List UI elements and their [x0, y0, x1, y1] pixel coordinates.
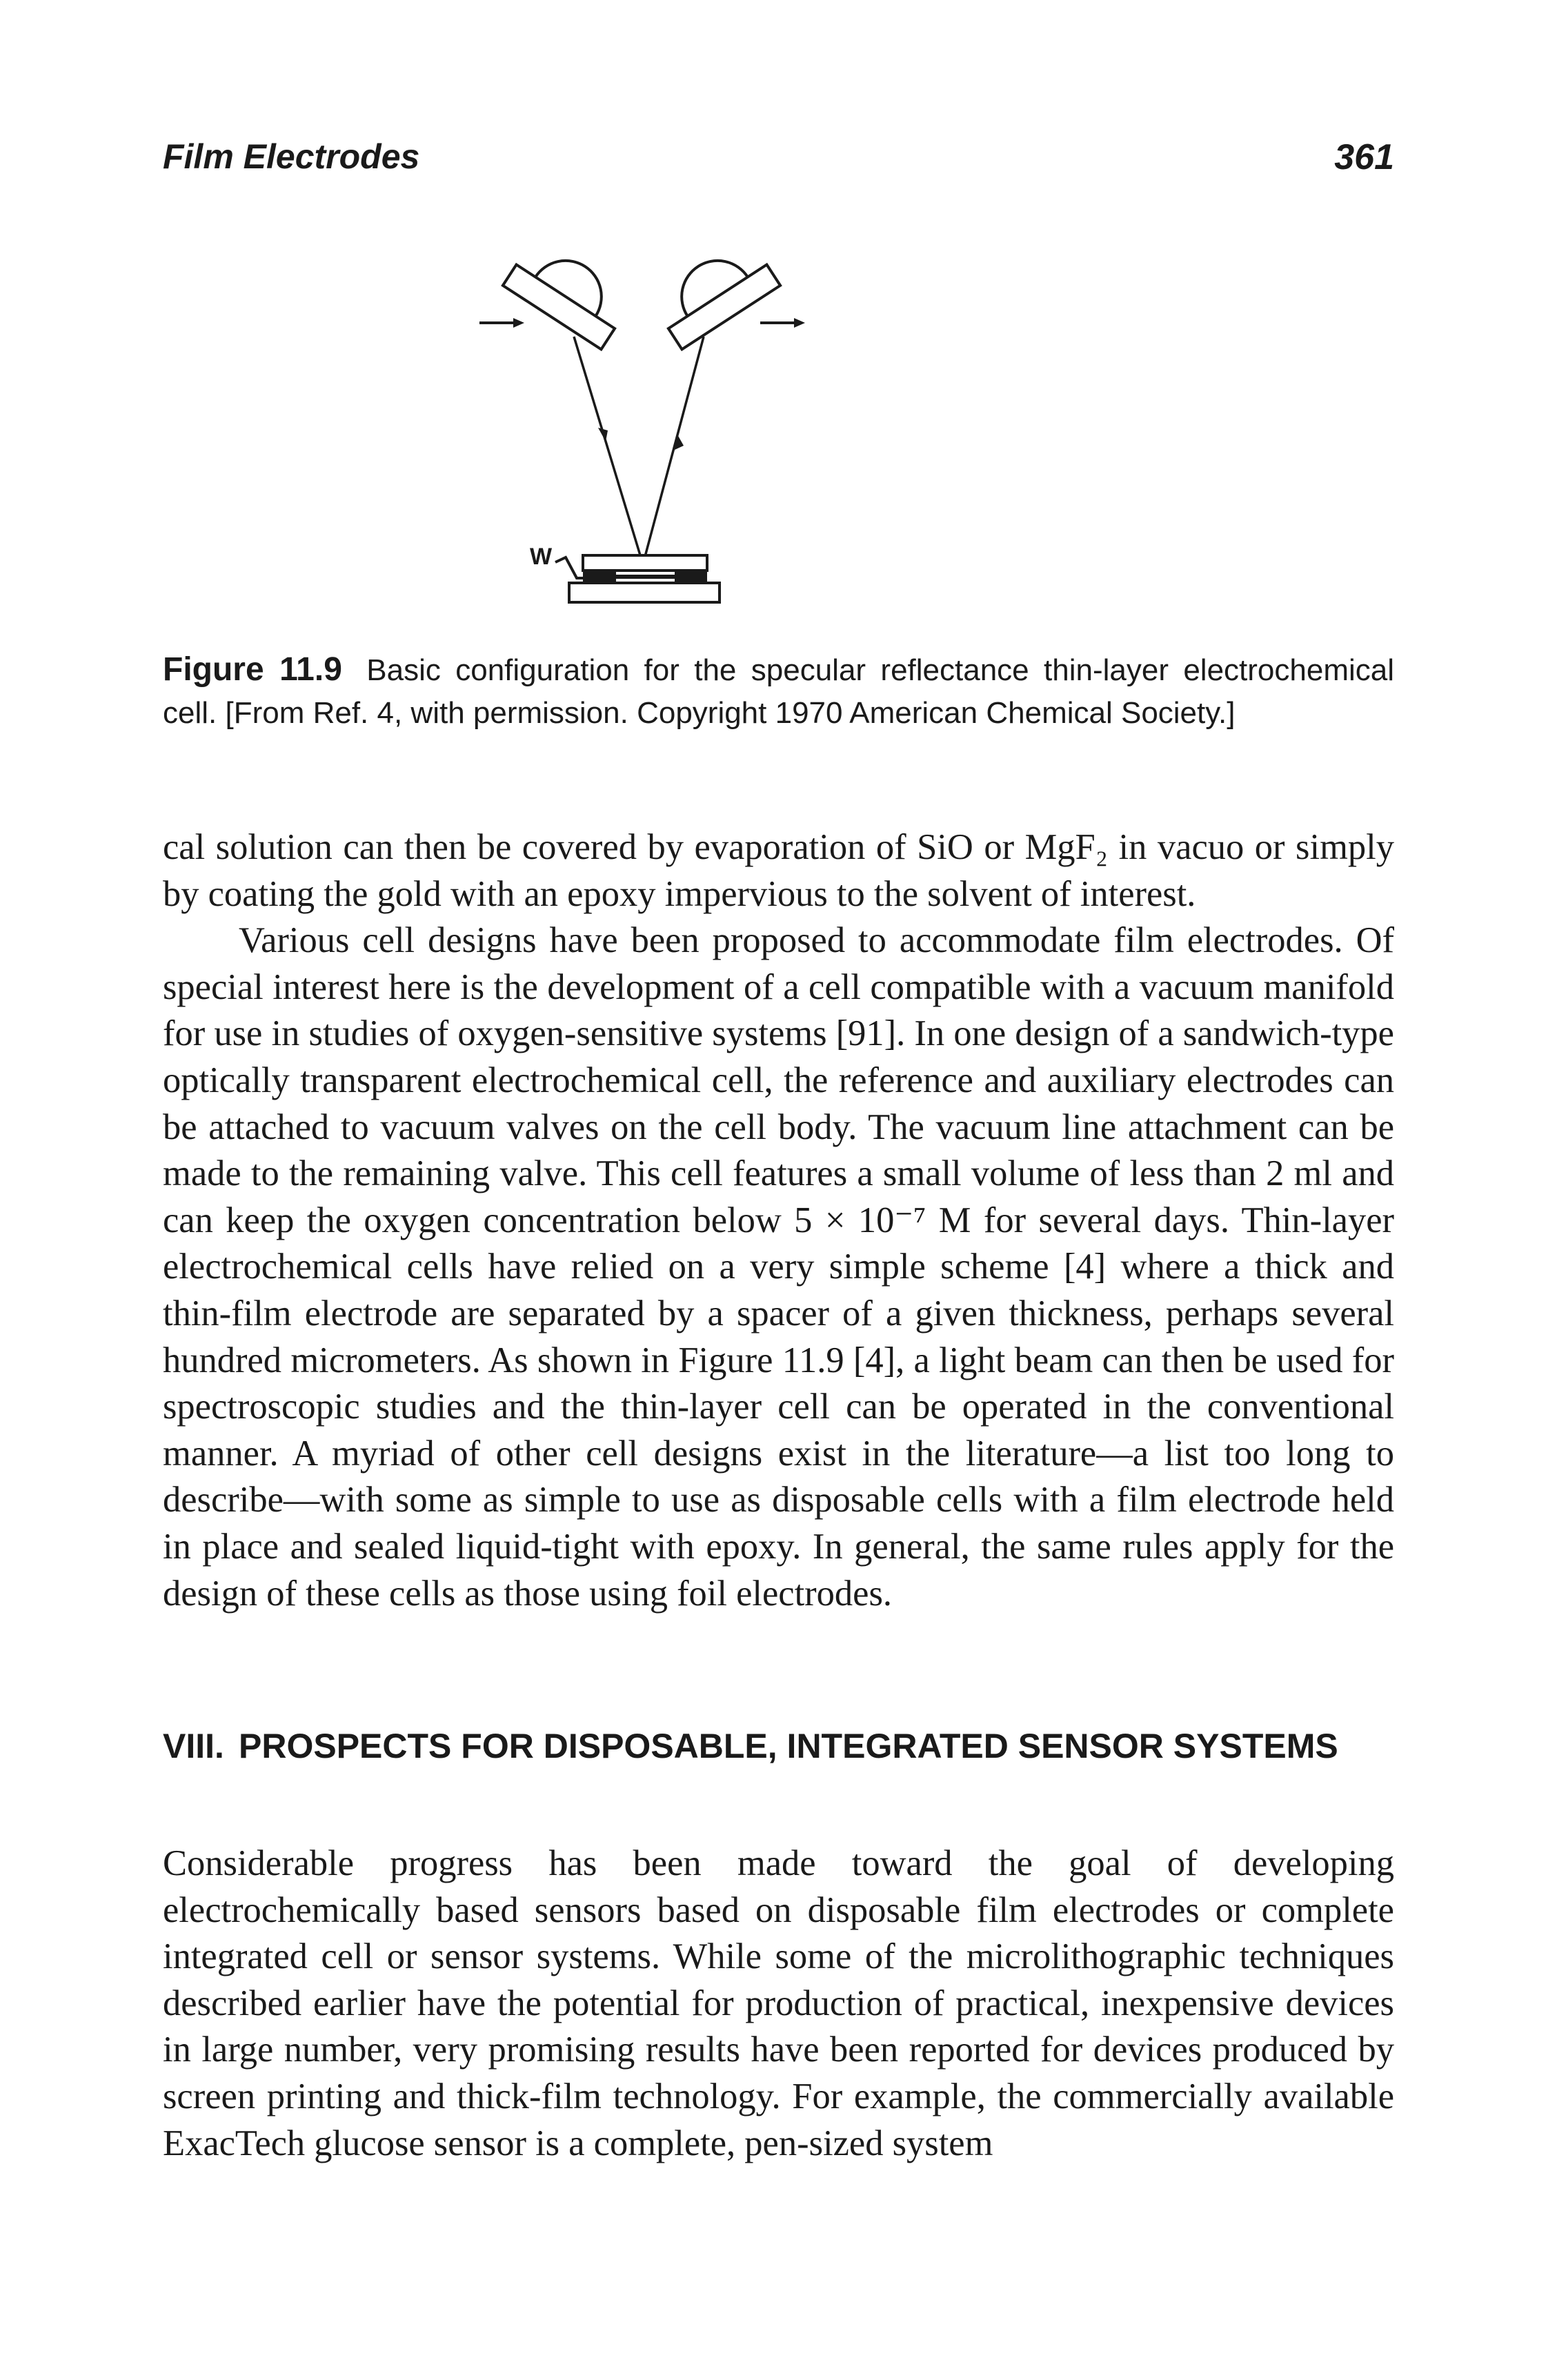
thin-film	[616, 575, 675, 579]
cell-upper-plate	[582, 554, 708, 572]
reflectance-cell-diagram: W	[479, 259, 805, 604]
down-beam-arrowhead	[598, 428, 608, 442]
left-spacer	[583, 571, 616, 583]
figure-caption-text: Basic configuration for the specular ref…	[163, 653, 1395, 730]
section-paragraph: Considerable progress has been made towa…	[163, 1843, 1394, 2163]
w-pointer-line	[555, 555, 586, 579]
body-paragraph: cal solution can then be covered by evap…	[163, 827, 1394, 914]
right-spacer	[675, 571, 707, 583]
outgoing-arrowhead	[794, 318, 805, 328]
left-prism	[501, 259, 617, 352]
figure-caption: Figure 11.9 Basic configuration for the …	[163, 648, 1394, 735]
incoming-arrowhead	[513, 318, 524, 328]
cell-lower-plate	[568, 582, 721, 604]
section-title: PROSPECTS FOR DISPOSABLE, INTEGRATED SEN…	[239, 1727, 1338, 1765]
w-label: W	[530, 544, 553, 570]
section-text: Considerable progress has been made towa…	[163, 1841, 1394, 2167]
body-paragraph: Various cell designs have been proposed …	[163, 920, 1394, 1614]
right-prism	[666, 259, 782, 352]
up-beam-arrowhead	[675, 435, 684, 450]
running-header: Film Electrodes 361	[163, 137, 1394, 185]
running-header-title: Film Electrodes	[163, 137, 420, 176]
figure-caption-label: Figure 11.9	[163, 651, 342, 688]
section-heading: VIII. PROSPECTS FOR DISPOSABLE, INTEGRAT…	[163, 1725, 1394, 1767]
page-number: 361	[1334, 137, 1394, 177]
figure-11-9-diagram: W	[442, 235, 1131, 635]
light-path	[573, 336, 705, 569]
section-number: VIII.	[163, 1727, 224, 1765]
body-text: cal solution can then be covered by evap…	[163, 824, 1394, 1617]
